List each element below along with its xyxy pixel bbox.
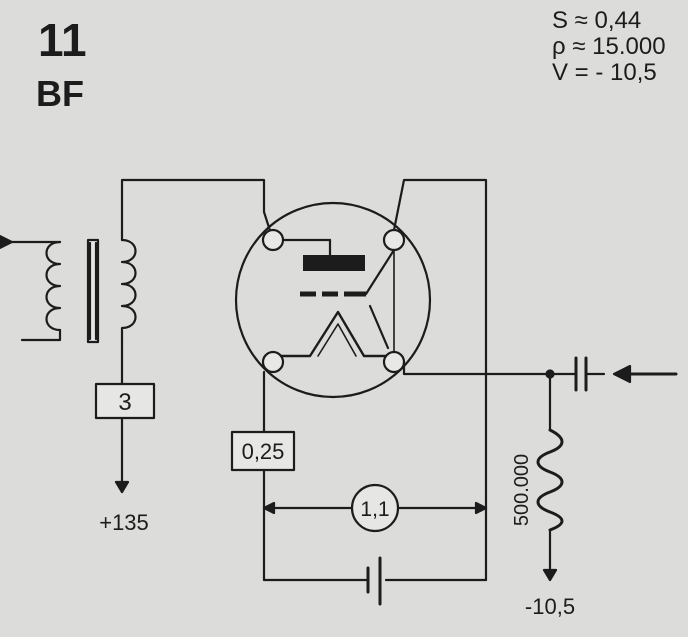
bias-arrow — [542, 568, 558, 582]
filament-voltage-label: 1,1 — [360, 498, 389, 521]
spec-s: S ≈ 0,44 — [552, 7, 641, 34]
tube-envelope — [234, 201, 432, 399]
tube-pin-filament-right — [382, 350, 406, 374]
b-plus-arrow — [114, 480, 130, 494]
tube-pin-grid — [382, 228, 406, 252]
tube-number: 11 — [38, 14, 87, 66]
filament-resistor-box — [230, 430, 296, 472]
grid-resistor-label: 500.000 — [511, 454, 533, 526]
spec-v: V = - 10,5 — [552, 59, 657, 86]
transformer-ratio-label: 3 — [118, 389, 131, 416]
tube-plate — [303, 255, 365, 271]
input-arrow — [612, 364, 632, 384]
tube-pin-plate — [261, 228, 285, 252]
tube-type: BF — [36, 73, 84, 114]
transformer-ratio-box — [94, 382, 156, 420]
tube-filament — [279, 310, 388, 358]
plate-lead — [120, 178, 275, 242]
filament-voltage-circle — [350, 483, 400, 533]
grid-leak-resistor — [536, 428, 564, 532]
spec-rho: ρ ≈ 15.000 — [552, 33, 666, 60]
filament-resistor-label: 0,25 — [242, 439, 285, 464]
plus-supply-label: +135 — [99, 510, 149, 535]
grid-bias-label: -10,5 — [525, 594, 575, 619]
output-transformer — [0, 231, 137, 344]
tube-pin-filament-left — [261, 350, 285, 374]
